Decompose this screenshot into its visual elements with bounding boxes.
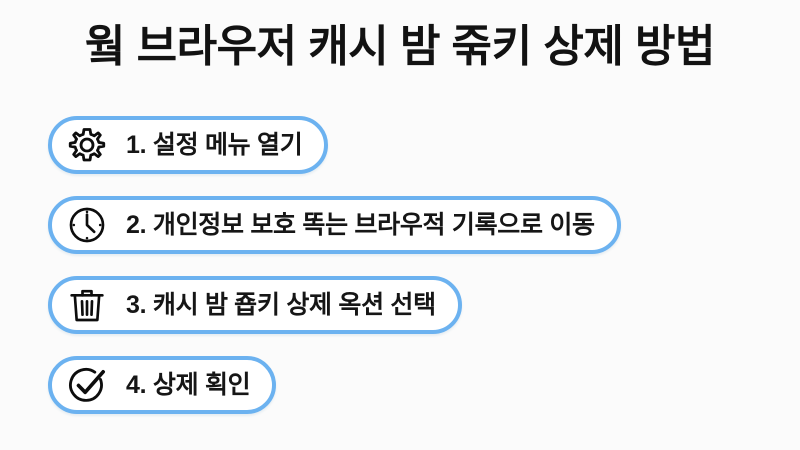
- step-item-3[interactable]: 3. 캐시 밤 죱키 상제 옥션 선택: [48, 276, 462, 334]
- clock-icon: [64, 202, 110, 248]
- step-label-4: 4. 상제 획인: [126, 371, 251, 399]
- trash-icon: [64, 282, 110, 328]
- step-item-2[interactable]: 2. 개인정보 보호 똑는 브라우적 기록으로 이동: [48, 196, 621, 254]
- gear-icon: [64, 122, 110, 168]
- page-title: 웤 브라우저 캐시 밤 죾키 상제 방법: [84, 22, 716, 71]
- check-circle-icon: [64, 362, 110, 408]
- step-label-3: 3. 캐시 밤 죱키 상제 옥션 선택: [126, 291, 436, 319]
- step-label-2: 2. 개인정보 보호 똑는 브라우적 기록으로 이동: [126, 211, 595, 239]
- step-item-4[interactable]: 4. 상제 획인: [48, 356, 277, 414]
- steps-list: 1. 설정 메뉴 열기 2. 개인정보 보호 똑는 브라우적 기록으로 이동: [48, 116, 768, 414]
- step-item-1[interactable]: 1. 설정 메뉴 열기: [48, 116, 329, 174]
- step-label-1: 1. 설정 메뉴 열기: [126, 131, 303, 159]
